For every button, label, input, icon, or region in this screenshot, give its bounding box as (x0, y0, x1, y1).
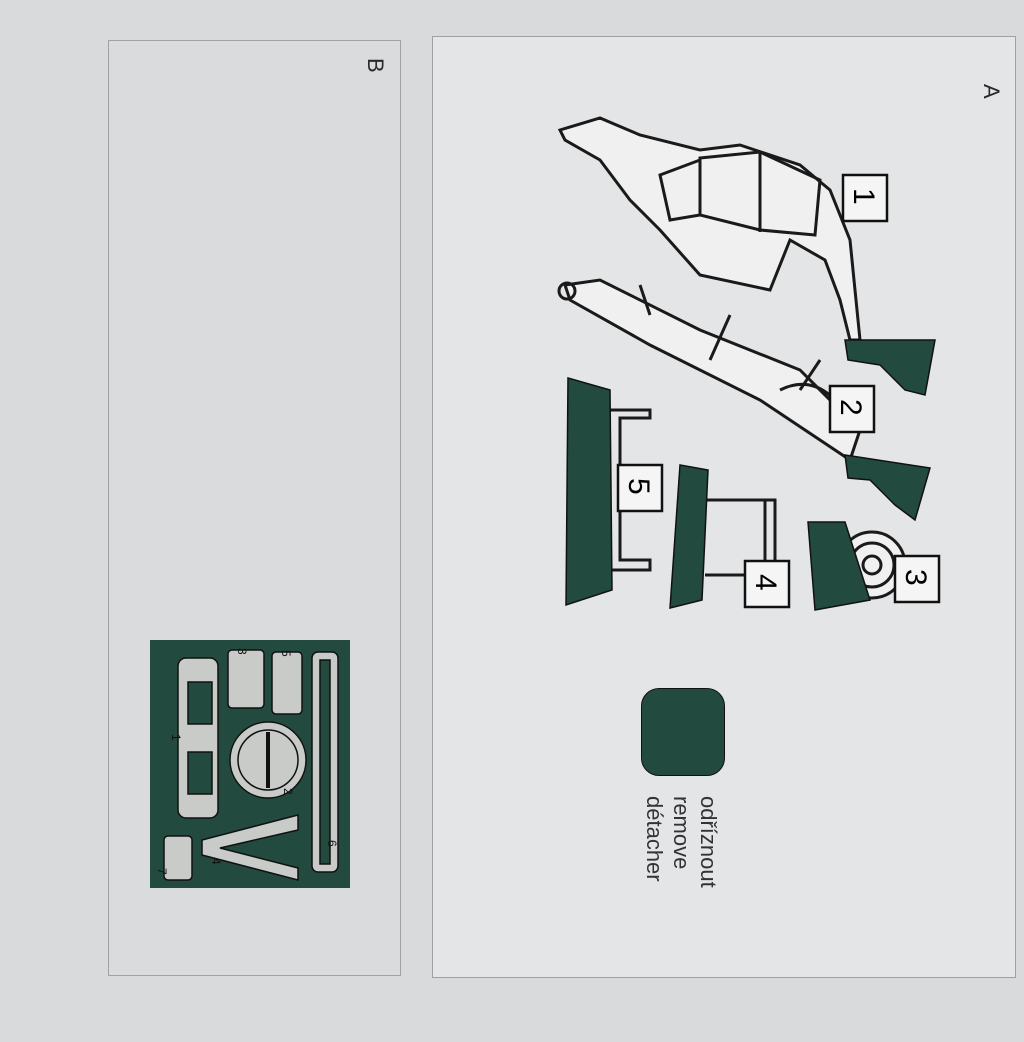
part-5-green (565, 377, 613, 607)
remove-legend-text: odříznout remove détacher (641, 796, 722, 888)
legend-line-french: détacher (642, 796, 667, 882)
fret-number-2: 2 (281, 788, 295, 795)
fret-number-7: 7 (155, 868, 169, 875)
fret-part-5 (271, 651, 303, 715)
callout-3-text: 3 (899, 569, 932, 586)
callout-5-text: 5 (622, 478, 655, 495)
fret-part-7 (163, 835, 193, 881)
fret-parts: 1 2 3 4 5 6 7 (155, 648, 339, 881)
fret-number-5: 5 (279, 650, 293, 657)
fret-number-6: 6 (325, 840, 339, 847)
callout-3: 3 (893, 554, 941, 604)
callouts: 1 2 3 4 5 (616, 173, 941, 609)
fret-number-3: 3 (235, 648, 249, 655)
fret-part-4 (201, 814, 299, 881)
fret-number-4: 4 (209, 858, 223, 865)
callout-1: 1 (841, 173, 889, 223)
legend-line-czech: odříznout (696, 796, 721, 888)
fret-part-3 (227, 649, 265, 709)
part-1-green-tab (844, 339, 936, 396)
part-2-floor (563, 278, 862, 463)
legend-line-english: remove (669, 796, 694, 870)
callout-5: 5 (616, 463, 664, 513)
photo-etched-fret: 1 2 3 4 5 6 7 (150, 640, 350, 888)
part-2-green-tab (844, 454, 931, 522)
callout-2-text: 2 (834, 399, 867, 416)
part-3-green (807, 521, 871, 611)
callout-4: 4 (743, 559, 791, 609)
callout-2: 2 (828, 384, 876, 434)
remove-legend-swatch (641, 688, 725, 776)
callout-1-text: 1 (847, 188, 880, 205)
part-4-green (669, 464, 709, 609)
fret-number-1: 1 (169, 734, 183, 741)
callout-4-text: 4 (749, 574, 782, 591)
